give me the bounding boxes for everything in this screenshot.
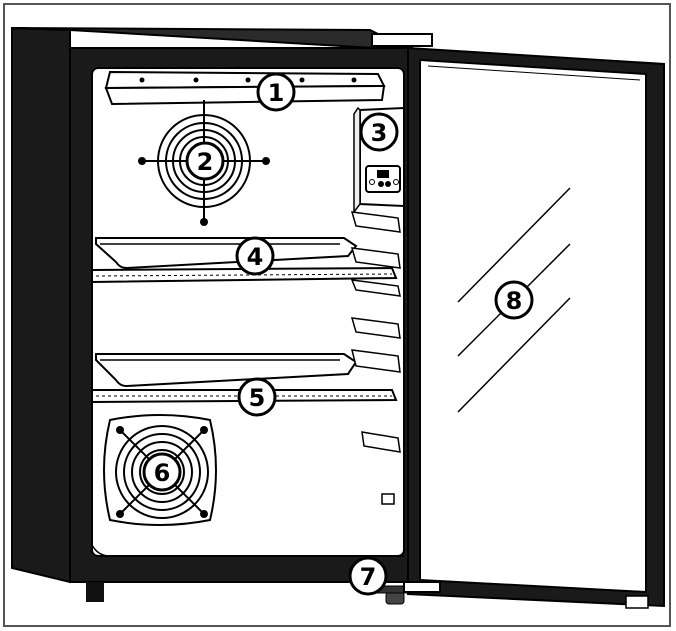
callout-label-1: 1 — [268, 79, 285, 107]
callout-3: 3 — [359, 112, 399, 152]
callout-label-3: 3 — [371, 119, 388, 147]
callout-label-7: 7 — [360, 563, 377, 591]
callout-1: 1 — [256, 72, 296, 112]
callout-label-4: 4 — [247, 243, 264, 271]
callout-4: 4 — [235, 236, 275, 276]
callout-label-2: 2 — [197, 148, 214, 176]
callout-label-5: 5 — [249, 384, 266, 412]
callout-8: 8 — [494, 280, 534, 320]
side-rails — [350, 211, 401, 505]
glass-door — [371, 33, 665, 609]
internal-fan — [138, 100, 270, 226]
image-border — [3, 3, 671, 627]
foot-left — [86, 582, 104, 602]
light-bar — [104, 70, 386, 106]
callout-2: 2 — [185, 141, 225, 181]
callout-5: 5 — [237, 377, 277, 417]
callout-7: 7 — [348, 556, 388, 596]
shelf-upper — [91, 237, 398, 284]
callout-6: 6 — [142, 452, 182, 492]
callout-label-8: 8 — [506, 287, 523, 315]
leveling-foot — [385, 591, 405, 605]
callout-label-6: 6 — [154, 459, 171, 487]
